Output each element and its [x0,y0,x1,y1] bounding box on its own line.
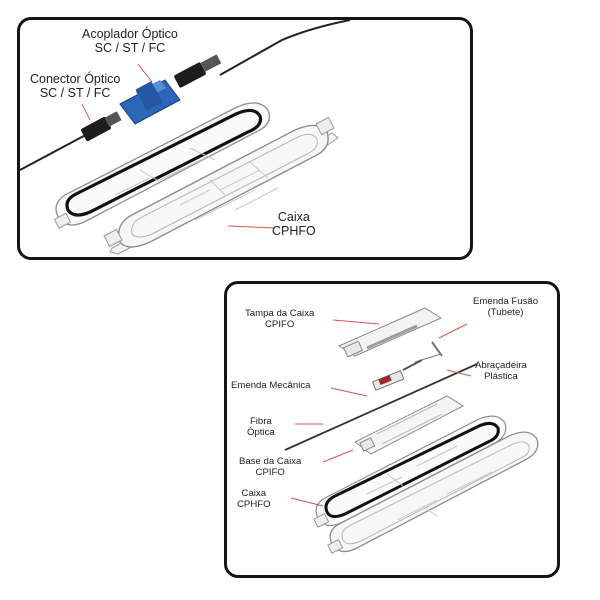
optical-connector-left [81,111,122,142]
label-caixa-top: Caixa CPHFO [272,210,316,238]
label-fibra: Fibra Óptica [247,416,275,438]
label-emenda-fusao: Emenda Fusão (Tubete) [473,296,539,318]
optical-coupler-blue [119,79,181,125]
caixa-loop-box [53,102,271,229]
leader-base [322,449,354,463]
tampa-lid [337,307,443,358]
emenda-fusao-tubete [431,341,443,357]
fiber-loop [65,108,263,217]
leader-caixa [227,225,276,229]
top-panel: Acoplador Óptico SC / ST / FC Conector Ó… [17,17,473,260]
leader-abracadeira [446,369,472,377]
caixa-light-box [103,116,339,255]
leader-emenda-fusao [438,323,468,339]
label-tampa: Tampa da Caixa CPIFO [245,308,315,330]
leader-tampa [332,319,380,325]
fiber-cable-top [20,20,351,171]
top-illustration [20,20,351,255]
optical-connector-right [174,54,222,88]
bottom-illustration [284,307,539,554]
fibra-optica-line [284,363,478,451]
label-caixa-bottom: Caixa CPHFO [237,488,271,510]
label-acoplador: Acoplador Óptico SC / ST / FC [82,27,178,55]
caixa-cphfo-loop [313,415,507,528]
leader-caixa [290,497,324,507]
label-abracadeira: Abraçadeira Plástica [475,360,527,382]
label-emenda-mecanica: Emenda Mecânica [231,380,311,391]
leader-conector [81,103,91,121]
bottom-panel: Tampa da Caixa CPIFO Emenda Fusão (Tubet… [224,281,560,578]
leader-acoplador [137,63,153,83]
emenda-mecanica [371,359,423,391]
caixa-cphfo-tray [327,431,539,554]
leader-emenda-mecanica [330,387,368,397]
label-conector: Conector Óptico SC / ST / FC [30,72,121,100]
label-base: Base da Caixa CPIFO [239,456,302,478]
base-cpifo [354,395,465,455]
